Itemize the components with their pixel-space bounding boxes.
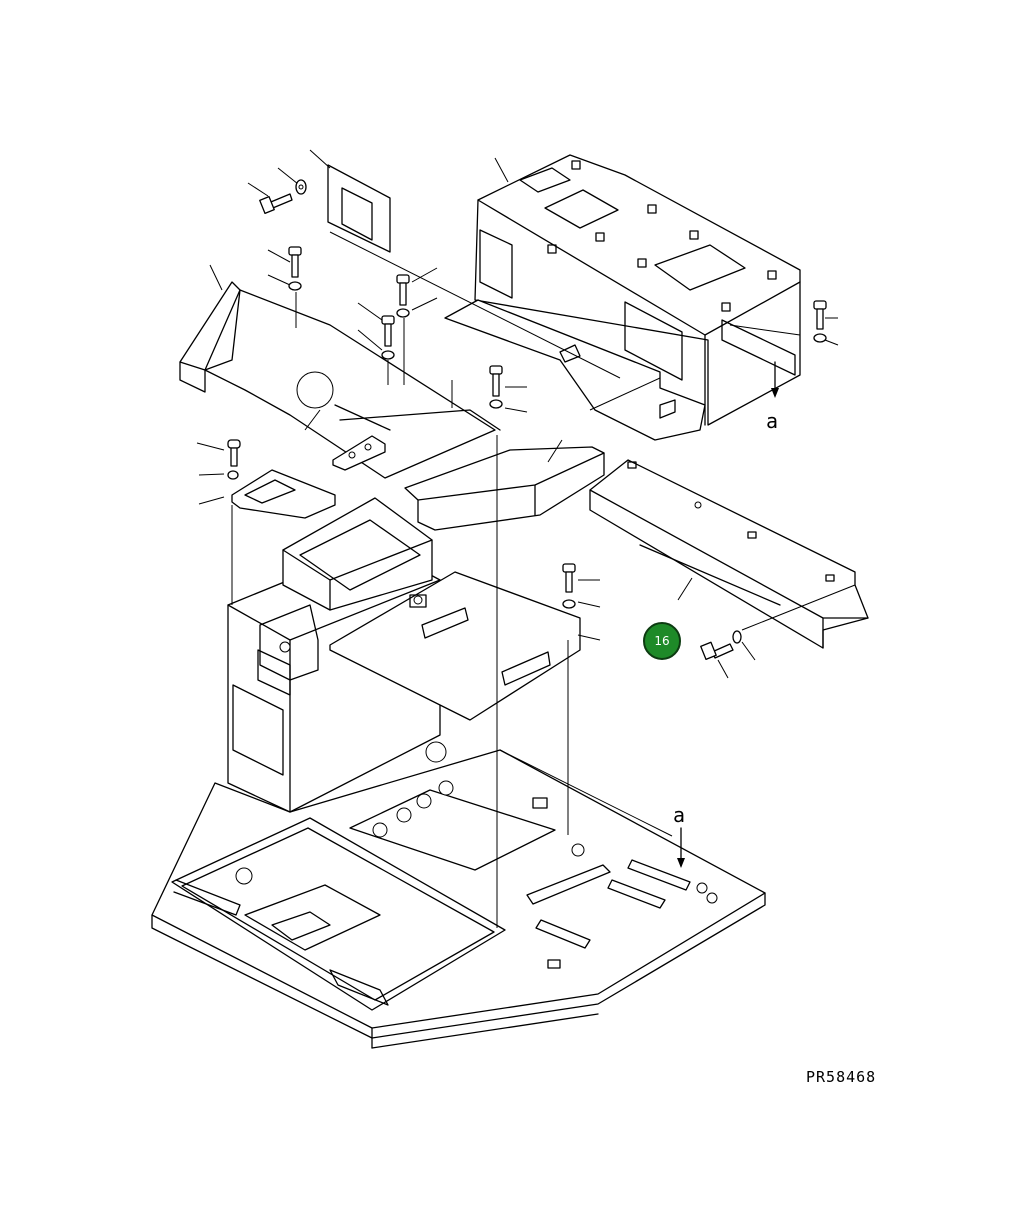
washer-icon <box>563 600 575 608</box>
bolt-icon <box>397 275 409 305</box>
bolt-icon <box>382 316 394 346</box>
washer-icon <box>289 282 301 290</box>
bolt-icon <box>490 366 502 396</box>
view-marker-top: a <box>766 409 778 433</box>
floor-plate <box>152 750 765 1048</box>
center-angle-bracket <box>405 447 604 530</box>
washer-icon <box>814 334 826 342</box>
leader-lines <box>197 150 838 678</box>
bolt-icon <box>563 564 575 592</box>
washer-icon <box>397 309 409 317</box>
drawing-code: PR58468 <box>806 1068 876 1086</box>
washer-icon <box>382 351 394 359</box>
washer-icon <box>228 471 238 479</box>
small-panel <box>328 165 390 252</box>
deck-plate <box>330 572 580 762</box>
bolt-icon <box>260 194 292 213</box>
bolt-icon <box>814 301 826 329</box>
view-marker-bottom: a <box>673 803 685 827</box>
left-cover-plate <box>232 470 335 518</box>
part-callout-badge[interactable]: 16 <box>643 622 681 660</box>
bolt-icon <box>289 247 301 277</box>
assembly-lines <box>232 232 895 928</box>
view-arrow-icon <box>677 828 685 868</box>
bolt-icon <box>701 642 733 659</box>
part-callout-number: 16 <box>654 634 670 648</box>
washer-icon <box>490 400 502 408</box>
view-arrow-icon <box>771 362 779 398</box>
upper-left-plate <box>180 282 500 478</box>
bolt-icon <box>228 440 240 466</box>
right-angle-rail <box>590 460 868 648</box>
upper-right-enclosure <box>445 155 800 440</box>
washer-icon <box>733 631 741 643</box>
